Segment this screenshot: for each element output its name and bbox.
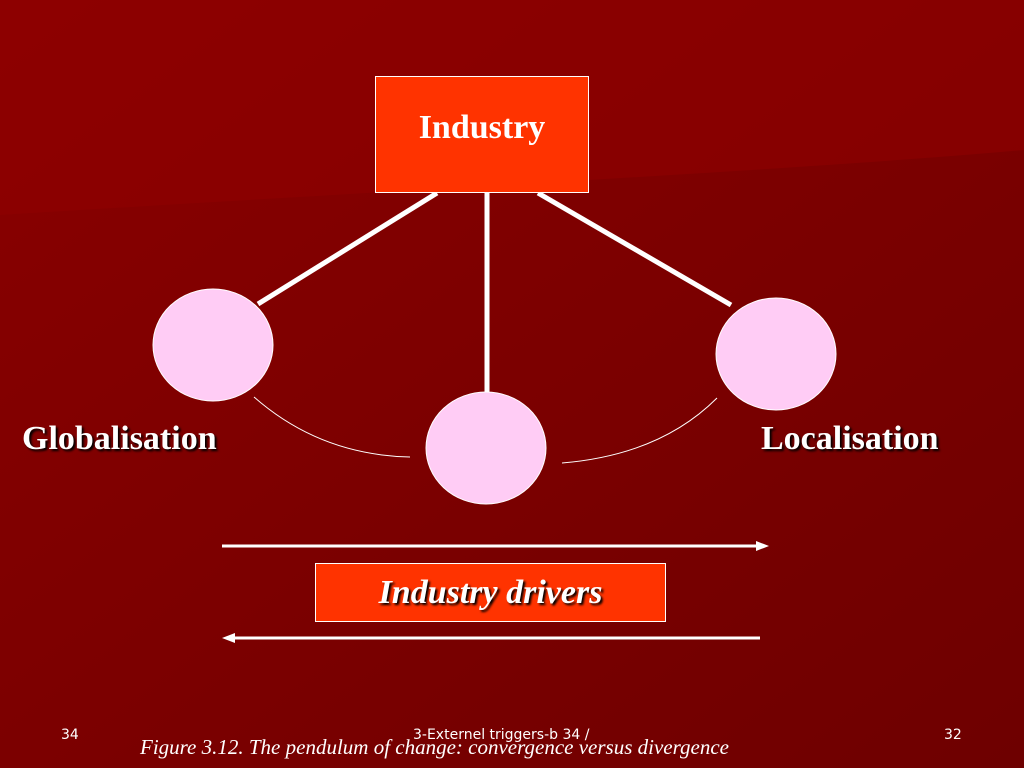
footer-title: 3-Externel triggers-b 34 / xyxy=(413,727,590,743)
arrow-right-head xyxy=(756,541,769,551)
figure-caption: Figure 3.12. The pendulum of change: con… xyxy=(140,735,729,759)
pendulum-string-right xyxy=(536,190,733,308)
pendulum-string-left xyxy=(256,190,439,307)
localisation-label: Localisation xyxy=(761,420,939,457)
swing-arc-right xyxy=(561,397,718,464)
industry-drivers-box: Industry drivers xyxy=(315,563,666,622)
pendulum-bob-left xyxy=(152,288,274,402)
globalisation-label: Globalisation xyxy=(22,420,217,457)
swing-arc-left xyxy=(253,396,411,458)
pendulum-bob-right xyxy=(715,297,837,411)
footer-page-number: 32 xyxy=(944,727,962,743)
footer-slide-number-left: 34 xyxy=(61,727,79,743)
arrow-left-head xyxy=(222,633,235,643)
industry-box: Industry xyxy=(375,76,589,193)
pendulum-bob-center xyxy=(425,391,547,505)
